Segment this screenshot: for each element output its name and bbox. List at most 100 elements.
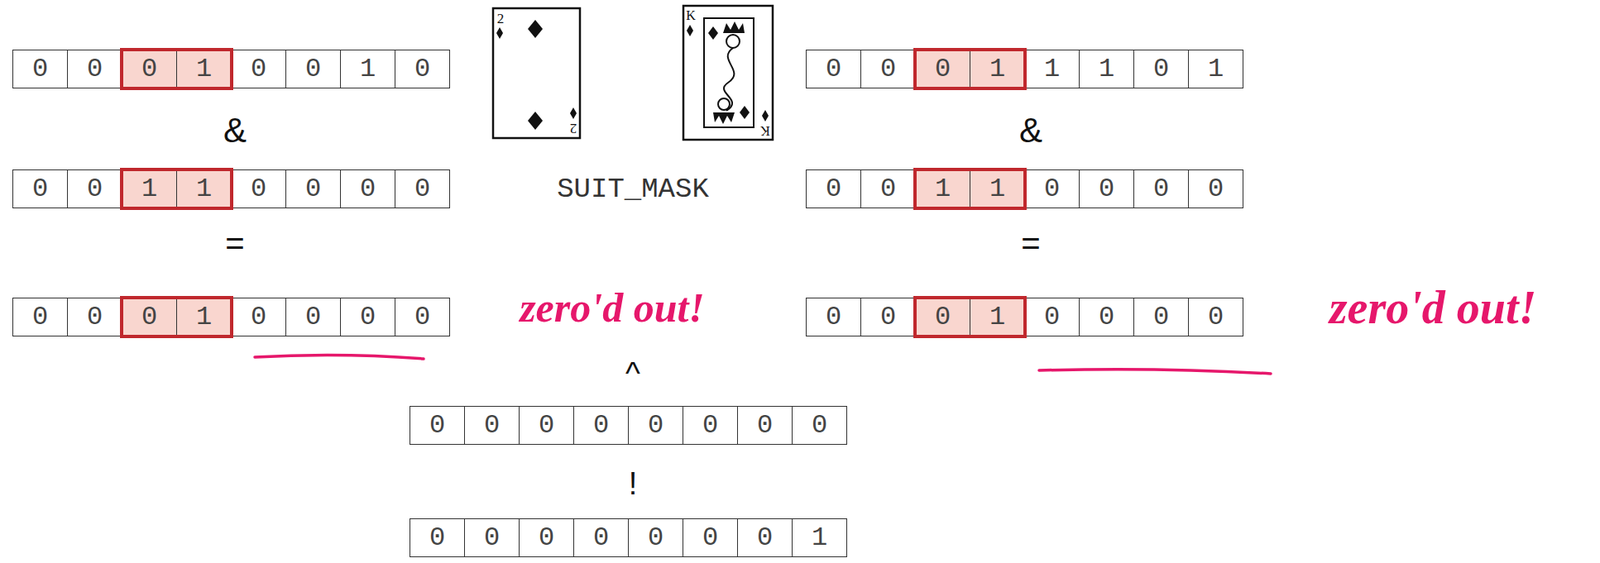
bit-cell: 0: [285, 297, 341, 337]
bit-cell: 0: [737, 518, 793, 558]
bit-cell: 0: [627, 406, 684, 446]
card-outline: [683, 5, 773, 140]
bit-cell: 0: [518, 518, 575, 558]
bit-cell: 0: [67, 297, 123, 337]
bit-cell: 1: [1188, 49, 1244, 89]
bit-value: 1: [196, 53, 212, 85]
bit-cell: 0: [12, 297, 68, 337]
bit-value: 0: [483, 410, 500, 441]
bit-cell: 0: [464, 518, 520, 558]
bit-value: 1: [196, 173, 212, 205]
operator: =: [225, 226, 245, 260]
bit-cell: 1: [1024, 49, 1080, 89]
bit-cell: 1: [176, 297, 232, 337]
underline: [1039, 369, 1271, 374]
diamond-pip: [570, 107, 577, 120]
bit-value: 0: [1098, 301, 1115, 333]
bit-value: 0: [538, 410, 555, 441]
bit-cell: 0: [573, 518, 629, 558]
card-rank: K: [685, 9, 696, 23]
bit-cell: 0: [791, 406, 848, 446]
bit-value: 0: [1044, 173, 1060, 205]
bit-cell: 1: [121, 169, 178, 209]
bit-cell: 0: [518, 406, 575, 446]
bit-cell: 0: [860, 169, 916, 209]
bit-cell: 0: [340, 169, 396, 209]
bit-cell: 1: [969, 49, 1026, 89]
diamond-pip: [739, 105, 750, 120]
bit-value: 0: [880, 301, 896, 333]
bit-value: 0: [1207, 173, 1224, 205]
bit-cell: 0: [860, 49, 916, 89]
bit-value: 0: [702, 410, 719, 441]
card-rank: 2: [497, 11, 505, 26]
bit-value: 0: [359, 173, 376, 205]
bit-value: 0: [1153, 173, 1169, 205]
crown: [723, 21, 745, 34]
bit-value: 0: [538, 522, 555, 554]
bit-cell: 0: [121, 49, 178, 89]
bit-value: 0: [1044, 301, 1060, 333]
bit-value: 0: [305, 301, 321, 333]
crown: [713, 112, 735, 125]
bit-value: 0: [141, 53, 158, 85]
bit-value: 0: [934, 301, 951, 333]
bit-cell: 1: [1078, 49, 1135, 89]
bit-value: 1: [811, 522, 828, 554]
bit-cell: 0: [67, 49, 123, 89]
bit-value: 1: [141, 173, 158, 205]
bit-value: 0: [647, 522, 664, 554]
king-face: [718, 98, 730, 111]
bit-cell: 0: [409, 518, 465, 558]
bit-cell: 0: [1078, 297, 1135, 337]
bit-cell: 0: [394, 49, 451, 89]
bit-value: 1: [1044, 53, 1060, 85]
bit-value: 0: [414, 301, 431, 333]
bit-cell: 0: [230, 169, 287, 209]
suit-bits-outline: [121, 297, 232, 337]
bit-cell: 0: [230, 49, 287, 89]
bit-value: 0: [811, 410, 828, 441]
bit-value: 0: [359, 301, 376, 333]
bit-value: 1: [989, 173, 1006, 205]
bit-value: 0: [86, 53, 103, 85]
bit-value: 0: [32, 301, 48, 333]
bit-value: 0: [756, 410, 773, 441]
bit-cell: 0: [285, 49, 341, 89]
bit-value: 1: [934, 173, 951, 205]
bit-value: 0: [305, 53, 321, 85]
bit-cell: 0: [682, 406, 738, 446]
bit-cell: 0: [805, 297, 862, 337]
diamond-pip: [761, 110, 769, 122]
diamond-pip: [686, 24, 694, 37]
bit-value: 0: [86, 301, 103, 333]
bit-value: 0: [647, 410, 664, 441]
bit-value: 1: [196, 301, 212, 333]
bit-cell: 0: [285, 169, 341, 209]
bit-cell: 0: [340, 297, 396, 337]
bit-cell: 0: [1024, 297, 1080, 337]
bit-cell: 1: [791, 518, 848, 558]
bit-cell: 0: [573, 406, 629, 446]
bit-cell: 0: [682, 518, 738, 558]
bit-value: 1: [359, 53, 376, 85]
bit-cell: 0: [860, 297, 916, 337]
card-rank: K: [760, 124, 771, 138]
suit-bits-outline: [121, 49, 232, 89]
bit-value: 0: [825, 173, 842, 205]
bit-cell: 1: [176, 49, 232, 89]
bit-value: 0: [250, 53, 267, 85]
bit-value: 0: [483, 522, 500, 554]
bit-value: 1: [989, 301, 1006, 333]
bit-cell: 0: [737, 406, 793, 446]
diamond-pip: [708, 26, 719, 40]
bit-value: 0: [1153, 301, 1169, 333]
bit-value: 1: [1207, 53, 1224, 85]
suit-bits-outline: [914, 297, 1026, 337]
bit-cell: 0: [914, 49, 971, 89]
bit-value: 0: [1153, 53, 1169, 85]
king-face: [726, 34, 740, 48]
bit-value: 0: [593, 410, 609, 441]
bit-value: 0: [429, 410, 446, 441]
bit-value: 0: [702, 522, 719, 554]
